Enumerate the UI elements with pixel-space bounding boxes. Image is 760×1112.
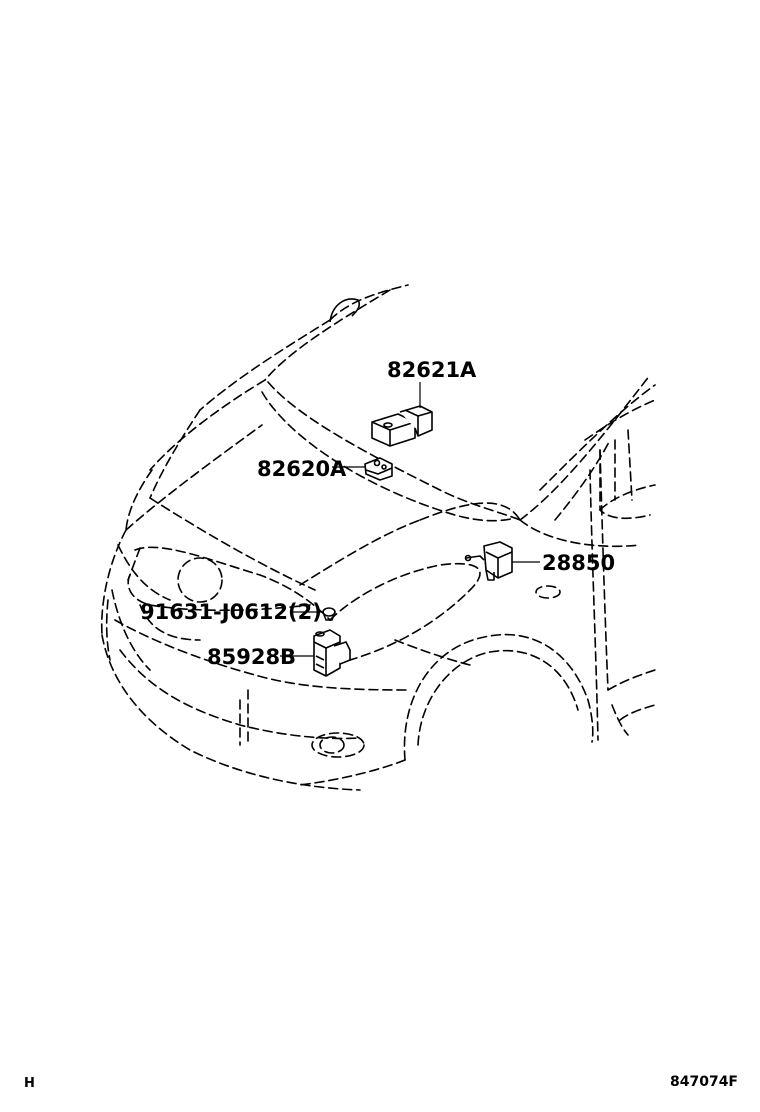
footer-code: H xyxy=(24,1076,35,1091)
callout-28850[interactable]: 28850 xyxy=(542,551,615,575)
vehicle-outline xyxy=(100,284,656,791)
callout-85928B[interactable]: 85928B xyxy=(207,645,296,669)
part-28850-relay[interactable] xyxy=(464,541,513,581)
callout-91631-J0612[interactable]: 91631-J0612(2) xyxy=(140,600,322,624)
part-82621A-block[interactable] xyxy=(371,405,433,447)
callout-82621A[interactable]: 82621A xyxy=(387,358,477,382)
callout-82620A[interactable]: 82620A xyxy=(257,457,347,481)
drawing-number: 847074F xyxy=(669,1074,738,1090)
leader-lines xyxy=(280,382,540,657)
part-82620A-bracket[interactable] xyxy=(364,457,393,481)
part-91631-bolt[interactable] xyxy=(322,607,336,621)
part-85928B-sensor[interactable] xyxy=(313,629,351,677)
